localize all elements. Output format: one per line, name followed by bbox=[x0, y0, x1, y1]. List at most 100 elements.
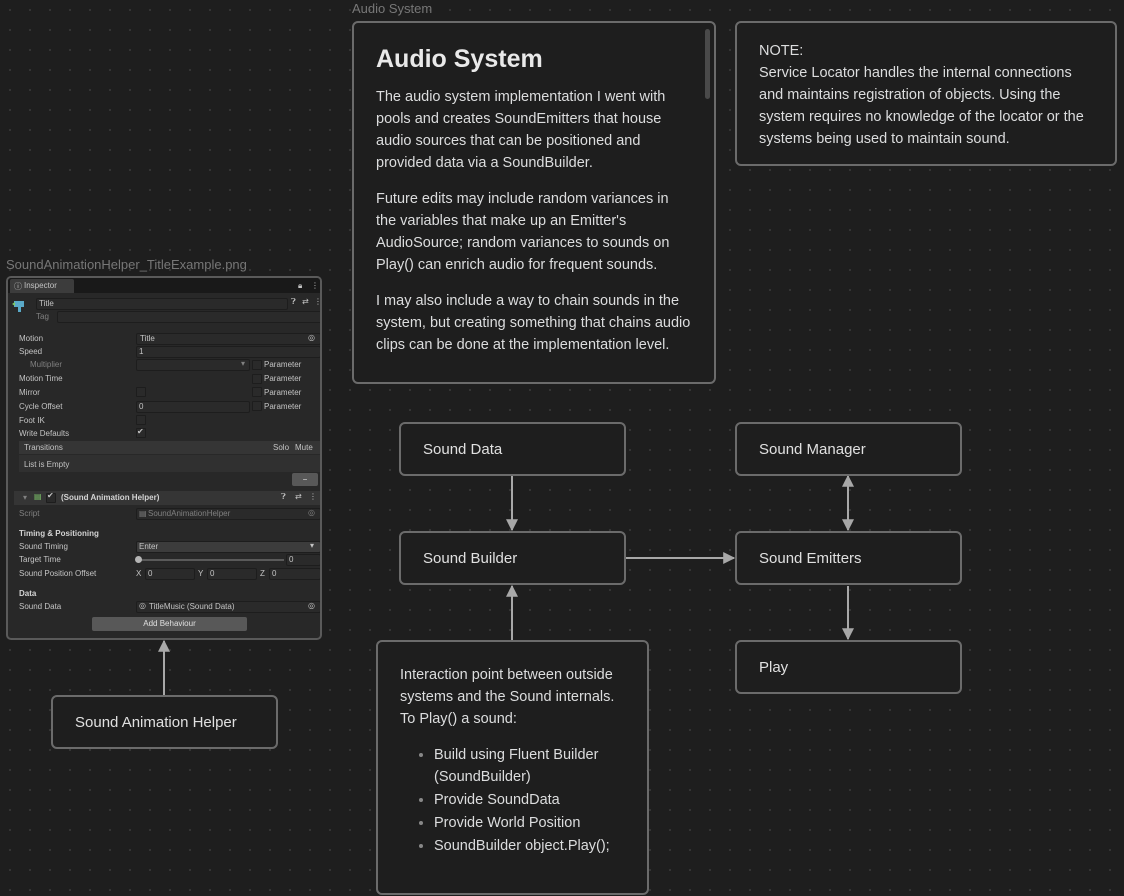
transitions-label: Transitions bbox=[24, 443, 63, 452]
write-defaults-checkbox[interactable] bbox=[136, 428, 146, 438]
speed-field[interactable] bbox=[136, 346, 320, 358]
motion-label: Motion bbox=[19, 334, 44, 343]
cycle-offset-field[interactable] bbox=[136, 401, 250, 413]
x-label: X bbox=[136, 569, 142, 578]
component-enabled-checkbox[interactable] bbox=[46, 493, 56, 503]
tab-inspector-label: Inspector bbox=[24, 281, 57, 290]
component-title: (Sound Animation Helper) bbox=[61, 493, 160, 502]
foldout-arrow-icon[interactable]: ▾ bbox=[23, 493, 28, 502]
object-picker-icon[interactable]: ◎ bbox=[308, 333, 315, 342]
solo-label: Solo bbox=[273, 443, 290, 452]
node-label: Sound Data bbox=[423, 440, 503, 458]
note-title: NOTE: bbox=[759, 43, 804, 59]
name-field[interactable] bbox=[36, 298, 288, 310]
parameter-label: Parameter bbox=[264, 402, 302, 411]
audio-paragraph: The audio system implementation I went w… bbox=[376, 89, 666, 171]
motion-value: Title bbox=[140, 334, 155, 343]
object-picker-icon[interactable]: ◎ bbox=[308, 601, 315, 610]
cycle-offset-value: 0 bbox=[139, 402, 144, 411]
z-label: Z bbox=[260, 569, 265, 578]
interaction-intro: Interaction point between outside system… bbox=[400, 667, 615, 727]
parameter-label: Parameter bbox=[264, 360, 302, 369]
help-icon[interactable]: ❓︎ bbox=[291, 297, 296, 306]
node-play[interactable]: Play bbox=[735, 640, 962, 694]
node-label: Sound Manager bbox=[759, 440, 866, 458]
target-time-slider-track[interactable] bbox=[138, 559, 284, 561]
kebab-menu-icon[interactable]: ⋮ bbox=[314, 297, 322, 306]
node-sound-manager[interactable]: Sound Manager bbox=[735, 422, 962, 476]
node-label: Play bbox=[759, 658, 789, 676]
help-icon[interactable]: ❓︎ bbox=[281, 492, 286, 501]
node-sound-builder[interactable]: Sound Builder bbox=[399, 531, 626, 585]
multiplier-dropdown[interactable] bbox=[136, 359, 250, 371]
position-offset-label: Sound Position Offset bbox=[19, 569, 97, 578]
multiplier-label: Multiplier bbox=[30, 360, 63, 369]
parameter-checkbox[interactable] bbox=[252, 374, 262, 384]
tag-field[interactable] bbox=[57, 311, 320, 323]
inspector-image-label: SoundAnimationHelper_TitleExample.png bbox=[6, 257, 247, 272]
object-picker-icon: ◎ bbox=[308, 508, 315, 517]
script-file-icon: ▤ bbox=[139, 509, 147, 518]
tab-inspector[interactable] bbox=[10, 279, 74, 293]
script-value: SoundAnimationHelper bbox=[148, 509, 231, 518]
mirror-checkbox[interactable] bbox=[136, 387, 146, 397]
script-field bbox=[136, 508, 320, 520]
node-sound-data[interactable]: Sound Data bbox=[399, 422, 626, 476]
node-label: Sound Animation Helper bbox=[75, 713, 237, 731]
node-label: Sound Builder bbox=[423, 549, 518, 567]
kebab-menu-icon[interactable]: ⋮ bbox=[309, 492, 317, 501]
preset-icon[interactable]: ⇄ bbox=[302, 297, 309, 306]
mirror-label: Mirror bbox=[19, 388, 40, 397]
position-z-field[interactable] bbox=[269, 568, 320, 580]
target-time-value: 0 bbox=[289, 555, 294, 564]
list-item: Provide World Position bbox=[434, 812, 625, 834]
target-time-slider-thumb[interactable] bbox=[135, 556, 142, 563]
timing-section-header: Timing & Positioning bbox=[19, 529, 99, 538]
inspector-tab-bar bbox=[8, 278, 320, 293]
motion-time-label: Motion Time bbox=[19, 374, 63, 383]
parameter-label: Parameter bbox=[264, 388, 302, 397]
node-sound-emitters[interactable]: Sound Emitters bbox=[735, 531, 962, 585]
script-icon: ▤ bbox=[34, 492, 42, 501]
audio-system-heading: Audio System bbox=[376, 45, 543, 73]
lock-icon[interactable]: 🔒︎ bbox=[298, 281, 303, 290]
sound-timing-label: Sound Timing bbox=[19, 542, 68, 551]
list-item: Provide SoundData bbox=[434, 789, 625, 811]
target-time-field[interactable] bbox=[286, 554, 320, 566]
audio-system-note[interactable]: Audio System The audio system implementa… bbox=[352, 21, 716, 384]
motion-field[interactable] bbox=[136, 333, 320, 345]
add-behaviour-button[interactable]: Add Behaviour bbox=[92, 617, 247, 631]
service-locator-note[interactable]: NOTE: Service Locator handles the intern… bbox=[735, 21, 1117, 166]
position-y-value: 0 bbox=[210, 569, 215, 578]
kebab-menu-icon[interactable]: ⋮ bbox=[311, 281, 319, 290]
preset-icon[interactable]: ⇄ bbox=[295, 492, 302, 501]
inspector-image[interactable]: ⓘ Inspector 🔒︎ ⋮ Title ❓︎ ⇄ ⋮ Tag Motion… bbox=[6, 276, 322, 640]
sound-data-field[interactable] bbox=[136, 601, 320, 613]
list-item: SoundBuilder object.Play(); bbox=[434, 835, 625, 857]
info-icon: ⓘ bbox=[14, 282, 22, 291]
parameter-checkbox[interactable] bbox=[252, 360, 262, 370]
node-label: Sound Emitters bbox=[759, 549, 862, 567]
audio-paragraph: Future edits may include random variance… bbox=[376, 191, 670, 273]
sound-timing-value: Enter bbox=[139, 542, 159, 551]
cycle-offset-label: Cycle Offset bbox=[19, 402, 63, 411]
sound-data-label: Sound Data bbox=[19, 602, 62, 611]
scrollbar-thumb[interactable] bbox=[705, 29, 710, 99]
component-header bbox=[14, 491, 320, 505]
target-time-label: Target Time bbox=[19, 555, 61, 564]
position-y-field[interactable] bbox=[207, 568, 257, 580]
state-icon bbox=[12, 298, 27, 313]
name-value: Title bbox=[39, 299, 54, 308]
asset-icon: ◎ bbox=[139, 601, 146, 610]
speed-label: Speed bbox=[19, 347, 43, 356]
remove-transition-button[interactable]: − bbox=[292, 473, 318, 486]
parameter-checkbox[interactable] bbox=[252, 387, 262, 397]
speed-value: 1 bbox=[139, 347, 144, 356]
node-sound-animation-helper[interactable]: Sound Animation Helper bbox=[51, 695, 278, 749]
foot-ik-checkbox[interactable] bbox=[136, 415, 146, 425]
tag-label: Tag bbox=[36, 312, 49, 321]
interaction-note[interactable]: Interaction point between outside system… bbox=[376, 640, 649, 895]
sound-timing-dropdown[interactable] bbox=[136, 541, 320, 553]
position-x-field[interactable] bbox=[145, 568, 195, 580]
parameter-checkbox[interactable] bbox=[252, 401, 262, 411]
